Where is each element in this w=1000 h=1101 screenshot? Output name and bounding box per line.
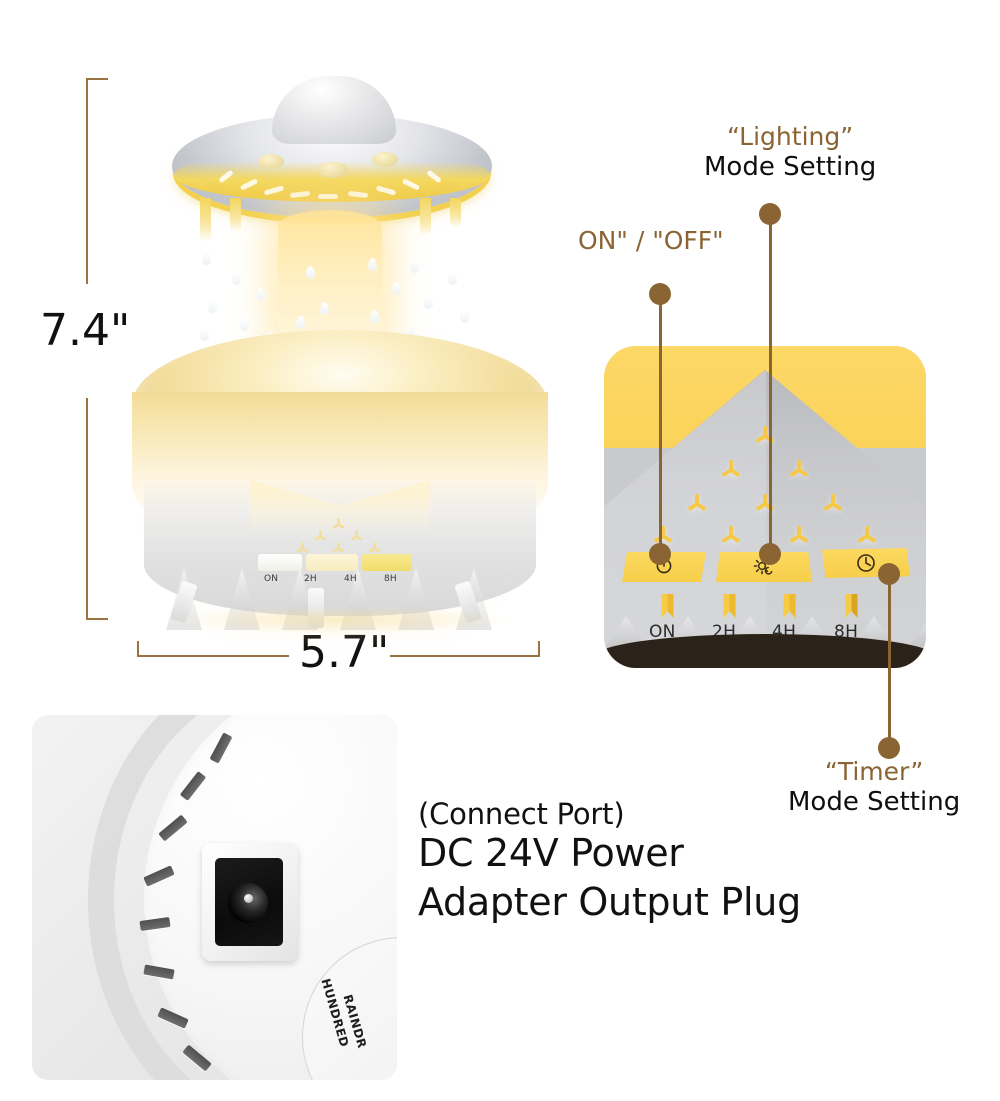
cap-port-left: [258, 154, 284, 169]
callout-lighting-subtitle: Mode Setting: [704, 151, 877, 182]
mist-icon: [858, 525, 876, 543]
mist-icon: [722, 525, 740, 543]
cap-vent: [318, 194, 338, 199]
indicator-led-2h: [723, 594, 736, 618]
indicator-led-4h: [783, 594, 796, 618]
callout-timer-subtitle: Mode Setting: [788, 786, 961, 817]
water-droplet: [406, 326, 415, 339]
cap-dome: [272, 76, 396, 144]
water-droplet: [240, 318, 249, 331]
height-dimension-label: 7.4": [40, 305, 131, 356]
timer-leader-endpoint: [878, 737, 900, 759]
rain-curtain: [420, 198, 431, 236]
callout-timer-title: “Timer”: [824, 757, 924, 786]
water-droplet: [392, 282, 401, 295]
control-panel-closeup: ON 2H 4H 8H: [604, 346, 926, 668]
mist-icon: [722, 459, 740, 477]
height-bracket-bottom: [86, 398, 108, 620]
hero-control-panel: ON 2H 4H 8H: [258, 518, 418, 588]
power-leader-line: [659, 292, 662, 554]
water-droplet: [200, 328, 209, 341]
water-droplet: [410, 260, 419, 273]
mist-icon: [368, 542, 381, 553]
water-droplet: [296, 316, 305, 329]
cap-port-right: [372, 152, 398, 167]
clock-icon: [857, 554, 875, 572]
water-droplet: [256, 288, 265, 301]
cap-port-center: [318, 162, 348, 178]
rain-curtain: [230, 198, 241, 232]
indicator-led-8h: [845, 594, 858, 618]
timer-leader-line: [888, 578, 891, 748]
lighting-leader-line: [769, 213, 772, 555]
base-shadow: [170, 606, 510, 634]
mist-icon: [756, 425, 774, 443]
width-bracket-right: [390, 641, 540, 657]
mist-icon: [790, 525, 808, 543]
hero-indicator-label-4h: 4H: [344, 574, 357, 584]
hero-timer-button[interactable]: [362, 554, 412, 571]
water-droplet: [306, 266, 315, 279]
mist-icon: [350, 530, 363, 541]
water-droplet: [370, 310, 379, 323]
height-bracket-top: [86, 78, 108, 284]
rain-curtain: [450, 198, 461, 228]
callout-power-title: ON" / "OFF": [578, 226, 724, 255]
water-droplet: [424, 296, 433, 309]
hero-indicator-label-8h: 8H: [384, 574, 397, 584]
power-port-caption: (Connect Port) DC 24V Power Adapter Outp…: [418, 800, 801, 926]
caption-adapter-plug: Adapter Output Plug: [418, 879, 801, 924]
water-droplet: [232, 272, 241, 285]
mist-icon: [824, 493, 842, 511]
water-droplet: [368, 258, 377, 271]
lighting-leader-endpoint: [759, 543, 781, 565]
mist-icon: [332, 518, 345, 529]
width-bracket-left: [137, 641, 289, 657]
product-hero-image: ON 2H 4H 8H: [120, 60, 560, 640]
callout-lighting: “Lighting” Mode Setting: [704, 122, 876, 182]
mist-icon: [332, 542, 345, 553]
callout-timer: “Timer” Mode Setting: [788, 757, 960, 817]
timer-leader-dot: [878, 563, 900, 585]
callout-power: ON" / "OFF": [578, 226, 724, 256]
mist-icon: [688, 493, 706, 511]
water-droplet: [202, 252, 211, 265]
water-droplet: [460, 310, 469, 323]
mist-icon: [756, 493, 774, 511]
indicator-led-on: [661, 594, 674, 618]
dc-port-pin: [244, 894, 253, 903]
power-leader-endpoint: [649, 543, 671, 565]
hero-indicator-label-2h: 2H: [304, 574, 317, 584]
mist-icon: [314, 530, 327, 541]
water-droplet: [208, 300, 217, 313]
hero-power-button[interactable]: [258, 554, 302, 571]
humidifier-cap: [172, 70, 492, 250]
hero-lighting-button[interactable]: [306, 554, 358, 571]
callout-lighting-title: “Lighting”: [727, 122, 854, 151]
panel-base-shadow: [604, 634, 926, 668]
water-droplet: [448, 272, 457, 285]
humidifier-base: ON 2H 4H 8H: [130, 330, 550, 634]
lighting-leader-dot: [759, 203, 781, 225]
water-droplet: [320, 302, 329, 315]
mist-icon: [790, 459, 808, 477]
power-port-photo: HUNDRED RAINDR: [32, 715, 397, 1080]
dc-port-hole: [228, 883, 268, 923]
mist-icon: [296, 542, 309, 553]
caption-connect-port: (Connect Port): [418, 797, 625, 831]
rain-curtain: [200, 198, 211, 242]
hero-indicator-label-on: ON: [264, 574, 279, 584]
power-leader-dot: [649, 283, 671, 305]
caption-dc-power: DC 24V Power: [418, 831, 684, 875]
